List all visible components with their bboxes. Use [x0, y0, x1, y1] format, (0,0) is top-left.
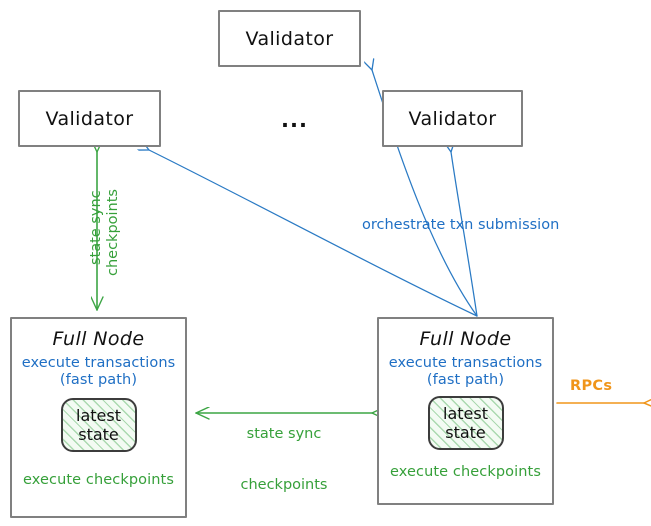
full-node-left-footer: execute checkpoints — [23, 472, 174, 488]
full-node-right-execute-line1: execute transactions — [388, 355, 543, 371]
rpcs-label: RPCs — [570, 378, 613, 394]
latest-state-right-line1: latest — [443, 404, 488, 423]
validators-ellipsis: ... — [281, 108, 308, 132]
full-node-right-title: Full Node — [419, 328, 512, 350]
latest-state-chip-right[interactable]: latest state — [427, 396, 504, 450]
latest-state-chip-left[interactable]: latest state — [60, 398, 137, 452]
latest-state-left-line1: latest — [76, 406, 121, 425]
arrow-orchestrate-to-validator-right — [451, 152, 478, 317]
full-node-box-right[interactable]: Full Node execute transactions (fast pat… — [377, 317, 554, 505]
validator-top-label: Validator — [245, 27, 334, 50]
latest-state-left-line2: state — [78, 425, 119, 444]
full-node-right-execute-line2: (fast path) — [426, 372, 505, 388]
full-node-left-execute-label: execute transactions (fast path) — [22, 355, 176, 389]
validator-box-right[interactable]: Validator — [382, 90, 523, 147]
state-sync-vertical-label-line2: checkpoints — [105, 189, 121, 276]
full-node-left-execute-line1: execute transactions — [21, 355, 176, 371]
state-sync-horizontal-label: state sync checkpoints — [218, 392, 350, 526]
validator-box-left[interactable]: Validator — [18, 90, 161, 147]
validator-right-label: Validator — [408, 107, 497, 130]
state-sync-horizontal-line1: state sync — [246, 426, 322, 442]
full-node-right-execute-label: execute transactions (fast path) — [389, 355, 543, 389]
full-node-left-execute-line2: (fast path) — [59, 372, 138, 388]
state-sync-vertical-label-line1: state sync — [88, 190, 104, 265]
orchestrate-txn-submission-label: orchestrate txn submission — [362, 217, 560, 233]
validator-box-top[interactable]: Validator — [218, 10, 361, 67]
full-node-box-left[interactable]: Full Node execute transactions (fast pat… — [10, 317, 187, 518]
full-node-right-footer: execute checkpoints — [390, 464, 541, 480]
state-sync-horizontal-line2: checkpoints — [240, 477, 328, 493]
validator-left-label: Validator — [45, 107, 134, 130]
full-node-left-title: Full Node — [52, 328, 145, 350]
latest-state-right-line2: state — [445, 423, 486, 442]
